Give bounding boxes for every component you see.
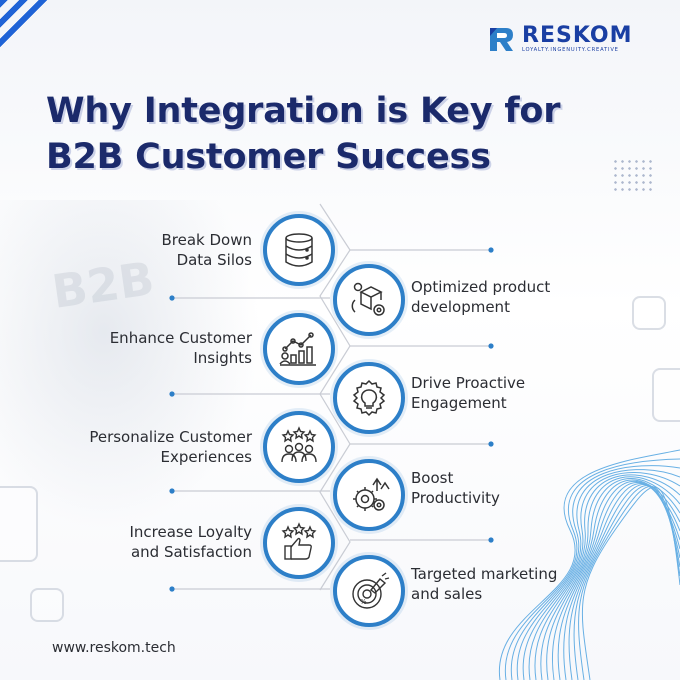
benefit-label-line-1: Increase Loyalty [129, 523, 252, 541]
benefit-optimized-product-development: Optimized product development [411, 277, 631, 317]
benefit-label-line-2: Experiences [160, 448, 252, 466]
analytics-chart-icon [279, 332, 316, 366]
productivity-gears-icon [353, 477, 390, 511]
benefit-increase-loyalty-satisfaction: Increase Loyalty and Satisfaction [12, 522, 252, 562]
database-icon [285, 233, 313, 267]
benefit-label-line-2: Insights [193, 349, 252, 367]
target-megaphone-icon: % [352, 572, 390, 609]
benefit-label-line-2: Engagement [411, 394, 507, 412]
thumbs-up-stars-icon [281, 522, 317, 560]
wave-line [510, 465, 680, 680]
title-line-2: B2B Customer Success [46, 137, 491, 177]
benefit-break-down-data-silos: Break Down Data Silos [12, 230, 252, 270]
benefit-label-line-1: Break Down [161, 231, 252, 249]
wave-line [581, 486, 680, 680]
product-box-gear-icon [351, 282, 385, 316]
benefit-boost-productivity: Boost Productivity [411, 468, 631, 508]
benefit-label-line-1: Optimized product [411, 278, 551, 296]
reskom-logo-icon [490, 28, 513, 51]
benefit-label-line-1: Targeted marketing [411, 565, 558, 583]
decorative-square [652, 368, 680, 422]
brand-name: RESKOM [522, 23, 633, 48]
decorative-square [0, 486, 38, 562]
benefit-personalize-customer-experiences: Personalize Customer Experiences [12, 427, 252, 467]
benefit-drive-proactive-engagement: Drive Proactive Engagement [411, 373, 631, 413]
title-line-1: Why Integration is Key for [46, 91, 561, 131]
wave-line [578, 485, 680, 680]
benefit-label-line-1: Enhance Customer [109, 329, 252, 347]
wave-line [528, 474, 680, 680]
svg-text:%: % [360, 598, 367, 606]
wave-line [522, 472, 680, 680]
benefit-icon-circle [333, 264, 405, 336]
wave-line [552, 480, 680, 680]
decorative-square [632, 296, 666, 330]
customers-rating-icon [281, 426, 317, 463]
benefit-icon-circle [263, 411, 335, 483]
benefit-label-line-1: Drive Proactive [411, 374, 526, 392]
wave-line [540, 478, 680, 680]
gear-lightbulb-icon [352, 379, 386, 417]
wave-line [498, 449, 680, 680]
benefit-label-line-2: Data Silos [176, 251, 252, 269]
benefit-targeted-marketing-sales: Targeted marketing and sales [411, 564, 631, 604]
benefit-label-line-1: Boost [411, 469, 454, 487]
benefit-enhance-customer-insights: Enhance Customer Insights [12, 328, 252, 368]
wave-line [516, 469, 680, 680]
benefit-label-line-2: development [411, 298, 510, 316]
benefit-label-line-2: and sales [411, 585, 483, 603]
benefit-icon-circle [333, 459, 405, 531]
benefit-icon-circle [263, 507, 335, 579]
wave-line [568, 484, 680, 680]
benefit-icon-circle [263, 313, 335, 385]
wave-line [546, 479, 680, 680]
wave-line [504, 458, 680, 680]
page-title: Why Integration is Key for B2B Customer … [46, 88, 646, 180]
benefit-icon-circle [263, 214, 335, 286]
benefit-label-line-2: and Satisfaction [130, 543, 252, 561]
wave-line [573, 484, 680, 680]
dot-grid [612, 158, 652, 192]
wave-lines-decoration [498, 449, 680, 680]
corner-stripes [0, 0, 80, 90]
brand-tagline: LOYALTY.INGENUITY.CREATIVE [522, 47, 619, 53]
wave-line [563, 483, 680, 680]
benefit-label-line-1: Personalize Customer [89, 428, 252, 446]
brand-logo: RESKOM LOYALTY.INGENUITY.CREATIVE [486, 24, 632, 54]
benefit-label-line-2: Productivity [411, 489, 500, 507]
benefit-icon-circle: % [333, 555, 405, 627]
decorative-square [30, 588, 64, 622]
website-url[interactable]: www.reskom.tech [52, 640, 176, 656]
wave-line [534, 476, 680, 680]
benefit-icon-circle [333, 362, 405, 434]
